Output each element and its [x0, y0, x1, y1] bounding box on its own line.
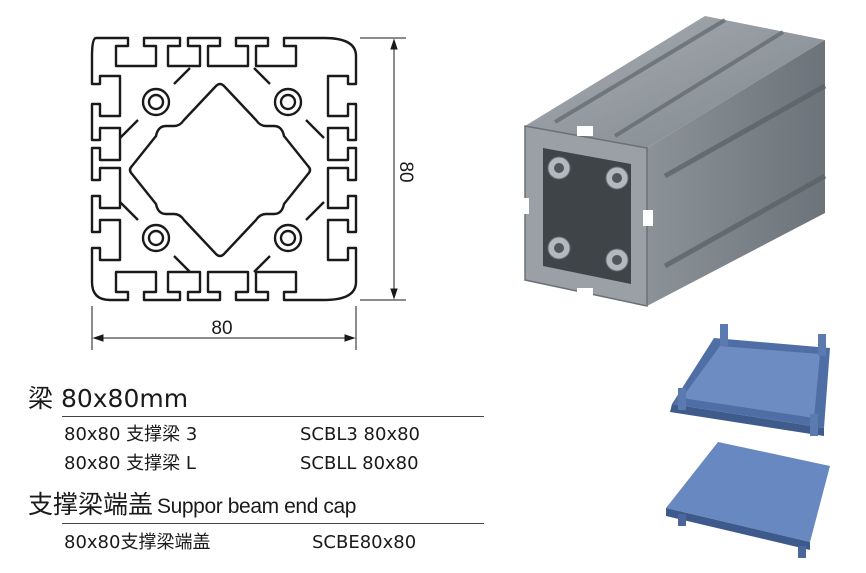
section-divider-beam — [62, 416, 484, 417]
item-name: 80x80支撑梁端盖 — [64, 532, 211, 553]
end-cap-image — [666, 324, 830, 558]
item-name: 80x80 支撑梁 L — [64, 453, 196, 474]
profile-cross-section-drawing: 80 80 — [90, 36, 416, 350]
profile-outline — [90, 36, 358, 302]
section-title-end-cap-cn: 支撑梁端盖 — [28, 490, 154, 519]
item-code: SCBL3 80x80 — [300, 424, 421, 445]
section-title-beam: 梁 80x80mm — [28, 384, 189, 413]
item-code: SCBLL 80x80 — [300, 453, 419, 474]
aluminum-profile-image — [519, 16, 827, 307]
item-code: SCBE80x80 — [312, 532, 417, 553]
item-name: 80x80 支撑梁 3 — [64, 424, 198, 445]
section-divider-end-cap — [62, 523, 484, 524]
central-cavity — [128, 82, 312, 258]
dimension-width-label: 80 — [211, 318, 232, 339]
dimension-height-label: 80 — [395, 161, 416, 182]
section-subtitle-end-cap: Suppor beam end cap — [157, 495, 357, 518]
